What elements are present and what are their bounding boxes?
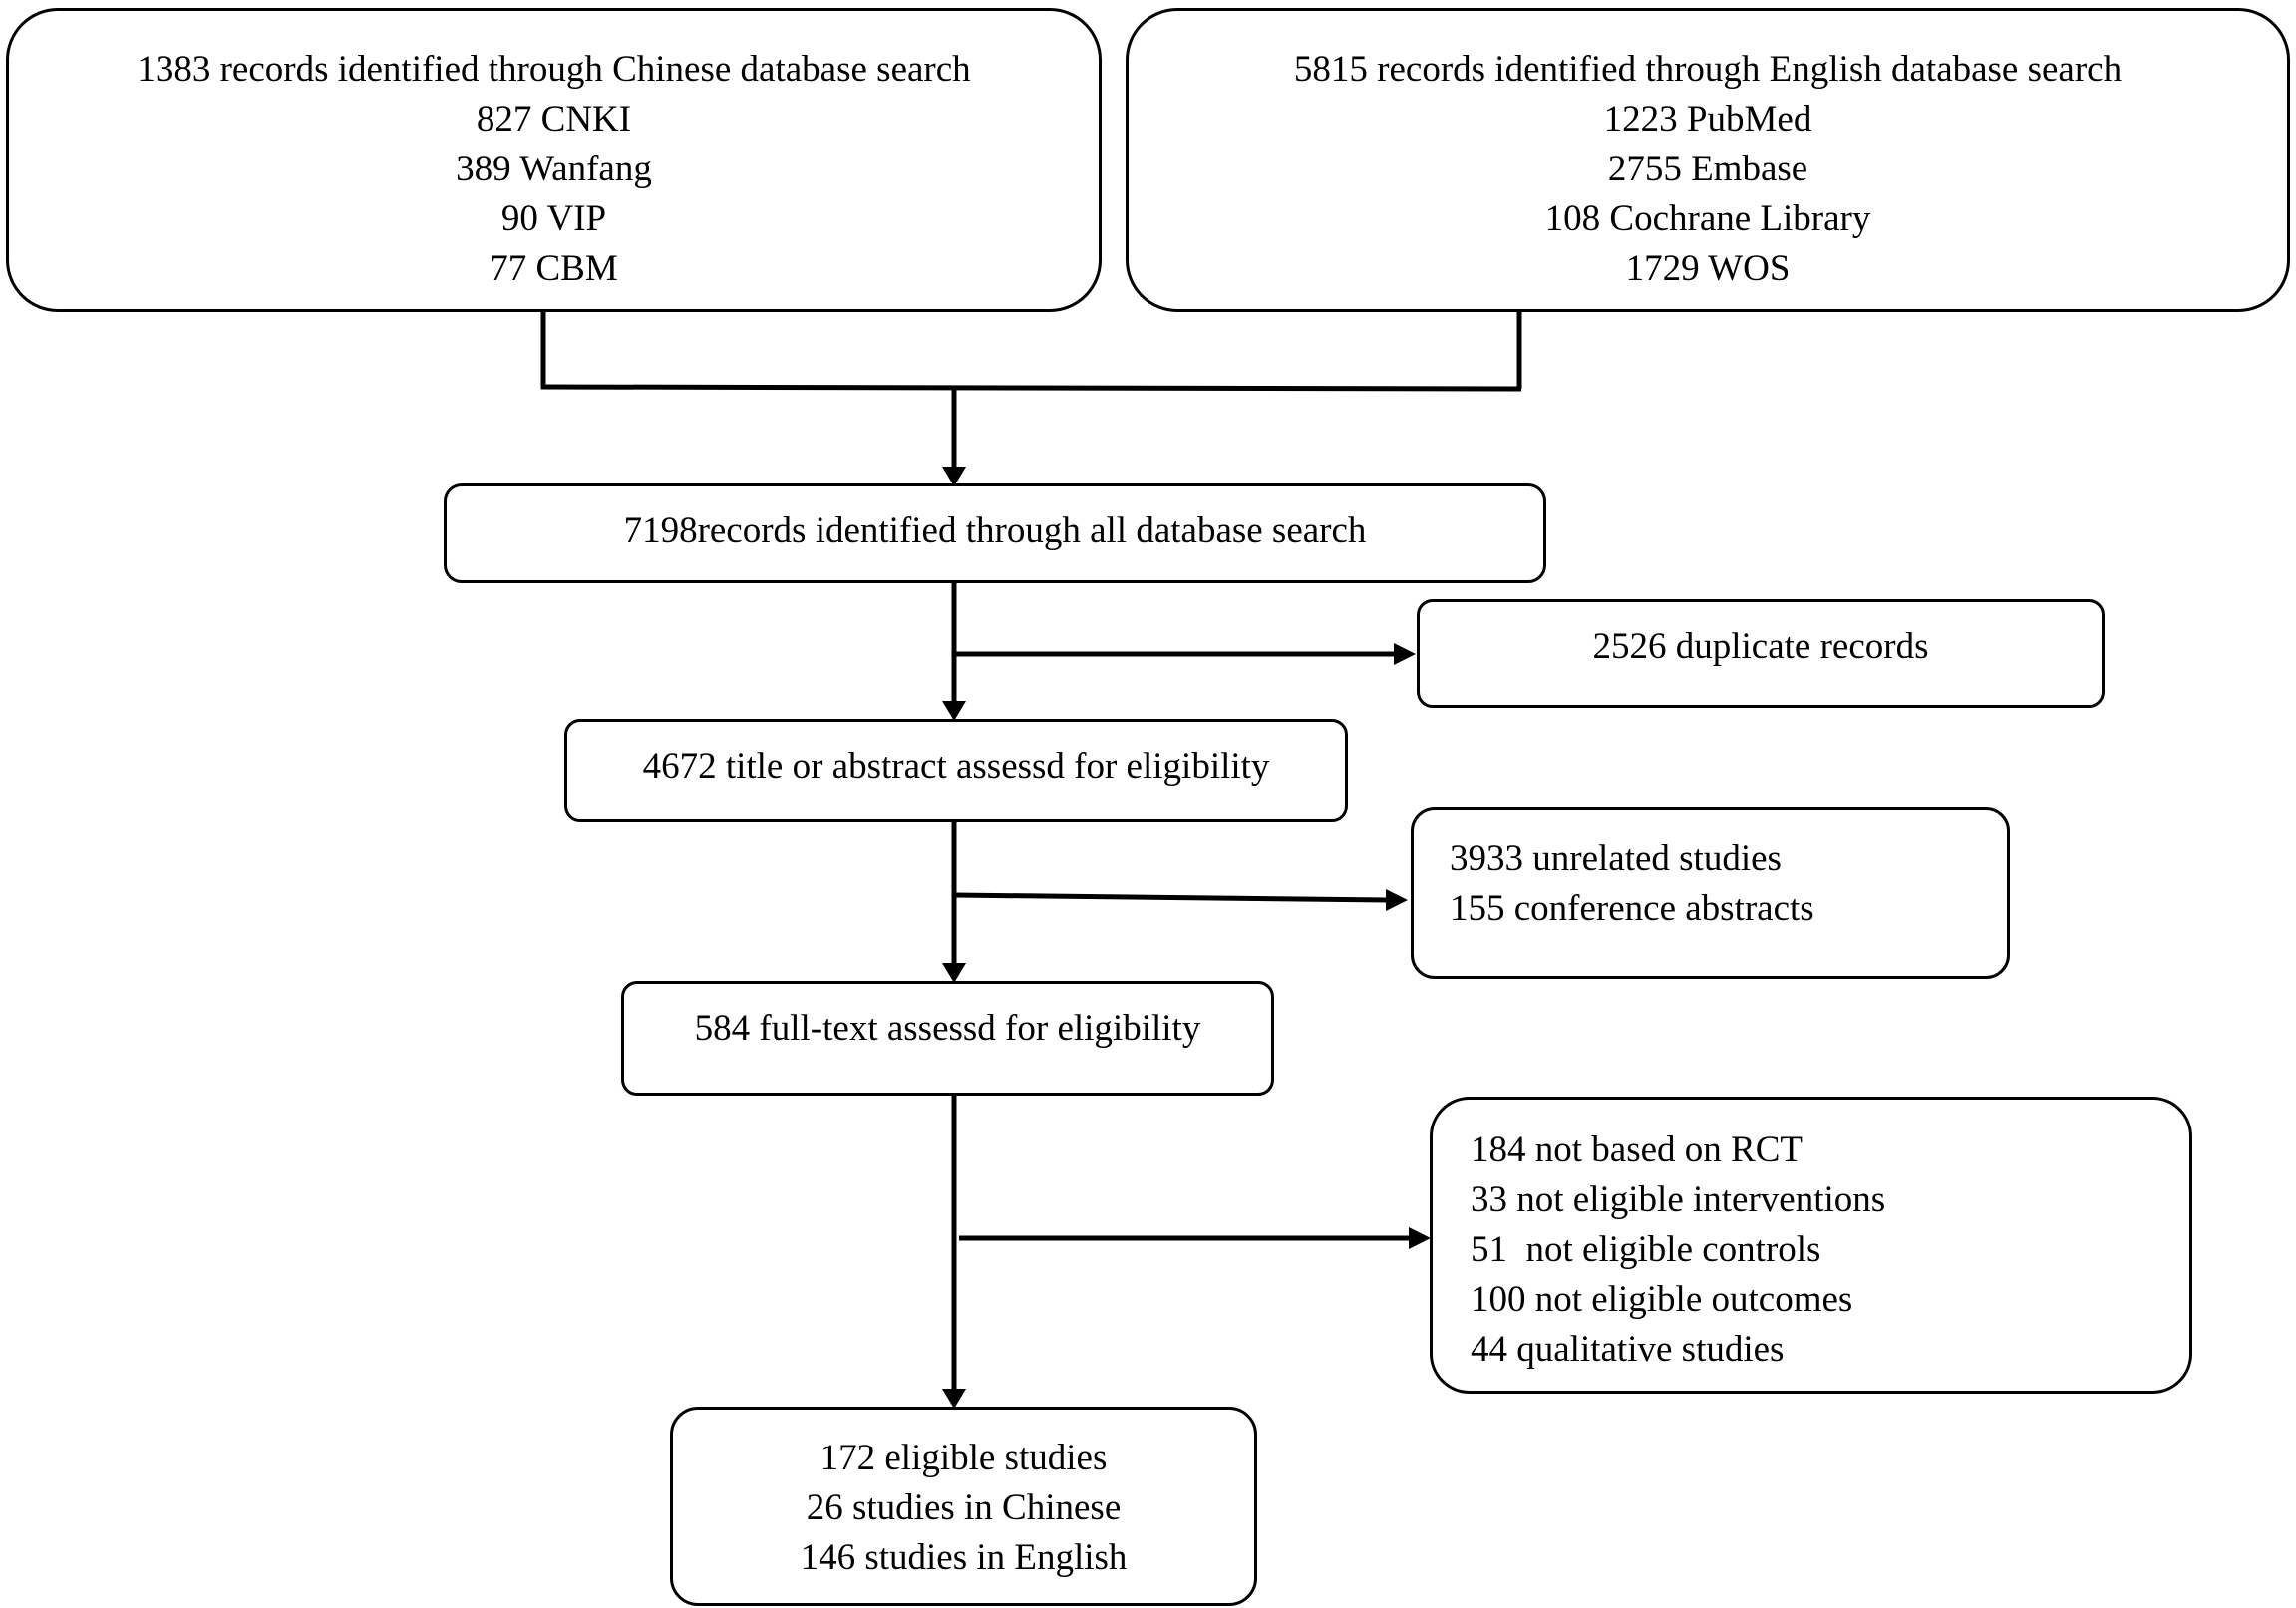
eligible-chinese: 26 studies in Chinese (806, 1487, 1122, 1528)
eligible-english: 146 studies in English (800, 1537, 1128, 1578)
full-text-box: 584 full-text assessd for eligibility (621, 981, 1274, 1096)
excluded-unrelated: 3933 unrelated studies (1450, 838, 1782, 879)
eligible-total: 172 eligible studies (820, 1438, 1108, 1478)
arrowhead-all-search (942, 467, 966, 486)
arrow-to-excluded-title (953, 892, 1389, 903)
excluded-qualitative: 44 qualitative studies (1471, 1329, 1785, 1370)
english-search-wos: 1729 WOS (1625, 248, 1791, 289)
title-abstract-count: 4672 title or abstract assessd for eligi… (642, 746, 1270, 787)
chinese-search-cnki: 827 CNKI (476, 99, 632, 140)
all-search-box: 7198records identified through all datab… (444, 483, 1546, 583)
duplicates-count: 2526 duplicate records (1592, 626, 1929, 667)
english-search-embase: 2755 Embase (1607, 149, 1808, 189)
excluded-full-box: 184 not based on RCT 33 not eligible int… (1430, 1097, 2192, 1394)
chinese-search-total: 1383 records identified through Chinese … (137, 49, 971, 90)
chinese-search-wanfang: 389 Wanfang (456, 149, 652, 189)
full-text-count: 584 full-text assessd for eligibility (694, 1008, 1201, 1049)
arrowhead-duplicates (1394, 643, 1416, 665)
chinese-search-vip: 90 VIP (500, 198, 607, 239)
excluded-outcomes: 100 not eligible outcomes (1471, 1279, 1853, 1320)
arrowhead-eligible (942, 1389, 966, 1409)
arrowhead-title-abstract (942, 701, 966, 721)
arrowhead-excluded-full (1409, 1227, 1431, 1249)
english-search-cochrane: 108 Cochrane Library (1544, 198, 1871, 239)
excluded-conference: 155 conference abstracts (1450, 888, 1814, 929)
arrowhead-full-text (942, 963, 966, 983)
chinese-search-box: 1383 records identified through Chinese … (6, 8, 1102, 312)
chinese-search-cbm: 77 CBM (490, 248, 618, 289)
title-abstract-box: 4672 title or abstract assessd for eligi… (564, 719, 1348, 822)
duplicates-box: 2526 duplicate records (1417, 599, 2105, 708)
excluded-controls: 51 not eligible controls (1471, 1229, 1821, 1270)
eligible-box: 172 eligible studies 26 studies in Chine… (670, 1407, 1257, 1606)
connector-merge-horizontal (540, 384, 1522, 392)
english-search-total: 5815 records identified through English … (1293, 49, 2123, 90)
excluded-not-rct: 184 not based on RCT (1471, 1129, 1803, 1170)
arrowhead-excluded-title (1386, 889, 1408, 911)
english-search-pubmed: 1223 PubMed (1603, 99, 1812, 140)
all-search-total: 7198records identified through all datab… (623, 510, 1367, 551)
excluded-title-box: 3933 unrelated studies 155 conference ab… (1411, 807, 2010, 979)
english-search-box: 5815 records identified through English … (1126, 8, 2290, 312)
excluded-interventions: 33 not eligible interventions (1471, 1179, 1886, 1220)
